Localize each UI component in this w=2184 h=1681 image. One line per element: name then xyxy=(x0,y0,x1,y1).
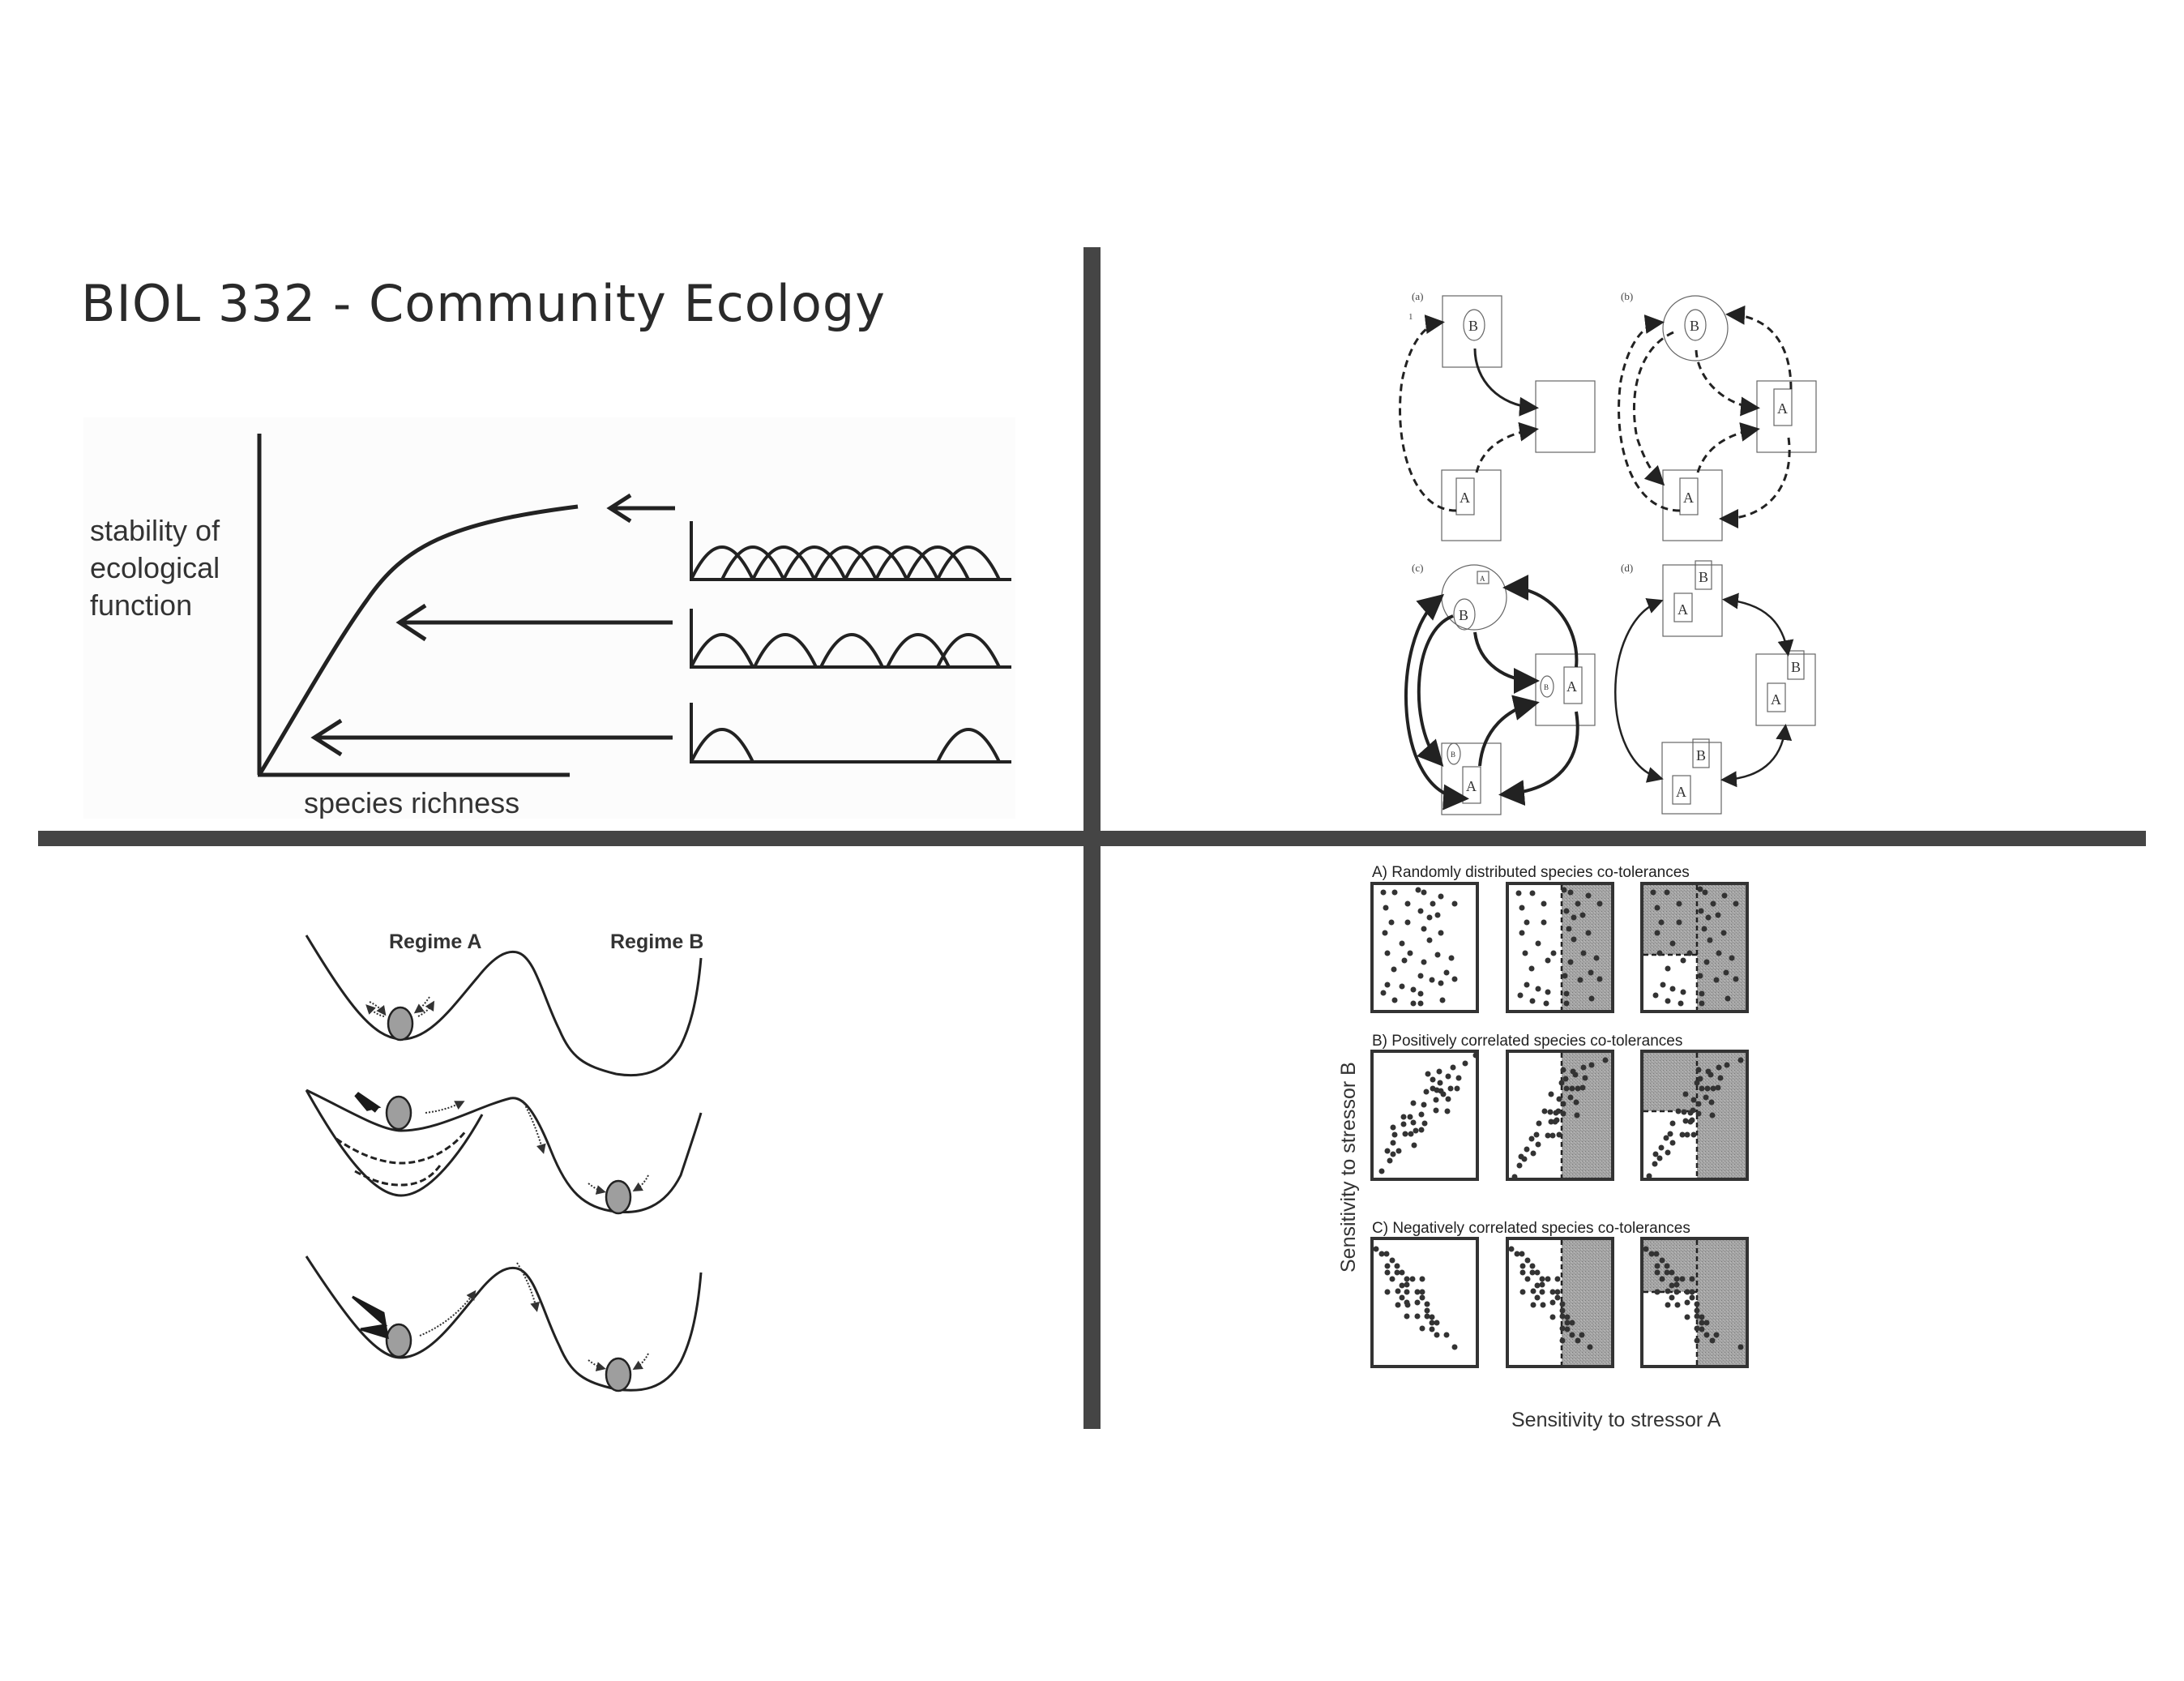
node-a: A xyxy=(1777,400,1788,417)
y-axis-label-line-3: function xyxy=(90,588,192,622)
landscape-2 xyxy=(305,1089,703,1215)
node-b: B xyxy=(1699,569,1708,585)
row-a-title: A) Randomly distributed species co-toler… xyxy=(1372,864,1690,881)
row-a-panels xyxy=(1370,882,1749,1013)
metacommunity-svg: (a) 1 B A (b) B A xyxy=(1399,290,1817,815)
arc-row-5-species xyxy=(690,609,1011,669)
node-b: B xyxy=(1791,659,1801,675)
saturating-curve xyxy=(257,504,579,776)
x-axis-label: species richness xyxy=(304,786,519,819)
row-b-title: B) Positively correlated species co-tole… xyxy=(1372,1033,1682,1050)
regime-b-label: Regime B xyxy=(610,930,703,953)
node-a: A xyxy=(1466,778,1477,794)
horizontal-divider xyxy=(38,831,2146,846)
regime-a-label: Regime A xyxy=(389,930,481,953)
stability-richness-chart: stability of ecological function species… xyxy=(90,434,1011,819)
arc-row-2-species xyxy=(690,703,1011,764)
node-a: A xyxy=(1678,601,1688,618)
arrow-middle xyxy=(395,603,673,642)
subpanel-c-label: (c) xyxy=(1412,562,1423,574)
subpanel-b-label: (b) xyxy=(1621,290,1633,302)
arc-row-9-species xyxy=(690,521,1011,581)
subpanel-d-label: (d) xyxy=(1621,562,1633,574)
push-arrow-large xyxy=(352,1295,389,1340)
node-b: B xyxy=(1696,747,1706,764)
row-c-title: C) Negatively correlated species co-tole… xyxy=(1372,1220,1690,1237)
node-a: A xyxy=(1480,575,1485,583)
node-a: A xyxy=(1566,678,1577,695)
subpanel-a: (a) 1 B A xyxy=(1399,290,1596,541)
y-axis-label-line-2: ecological xyxy=(90,551,220,584)
arrow-bottom xyxy=(310,718,673,757)
subpanel-b: (b) B A A xyxy=(1618,290,1817,541)
node-a: A xyxy=(1676,784,1686,800)
node-b: B xyxy=(1690,318,1699,334)
node-b: B xyxy=(1468,318,1478,334)
node-a: A xyxy=(1460,490,1470,506)
subpanel-a-label: (a) xyxy=(1412,290,1423,302)
node-b: B xyxy=(1451,751,1455,759)
node-a: A xyxy=(1683,490,1694,506)
row-c-panels xyxy=(1370,1237,1749,1368)
slide-title: BIOL 332 - Community Ecology xyxy=(81,274,886,333)
landscape-1 xyxy=(305,935,703,1077)
regime-shift-figure: Regime A Regime B xyxy=(300,916,891,1402)
subpanel-a-marker: 1 xyxy=(1408,312,1413,322)
cotolerance-svg: Sensitivity to stressor B Sensitivity to… xyxy=(1337,864,1749,1431)
y-axis-label: Sensitivity to stressor B xyxy=(1337,1062,1360,1273)
metacommunity-diagrams: (a) 1 B A (b) B A xyxy=(1394,276,1848,827)
cotolerance-figure: Sensitivity to stressor B Sensitivity to… xyxy=(1329,859,1896,1443)
node-b: B xyxy=(1459,607,1468,623)
x-axis-label: Sensitivity to stressor A xyxy=(1511,1409,1721,1431)
y-axis-label-line-1: stability of xyxy=(90,514,220,547)
axes xyxy=(257,434,570,777)
row-b-panels xyxy=(1370,1050,1749,1181)
subpanel-c: (c) A B B A B A xyxy=(1404,562,1596,815)
stability-richness-figure: stability of ecological function species… xyxy=(83,417,1015,819)
push-arrow-small xyxy=(354,1092,382,1113)
subpanel-d: (d) B A B A B A xyxy=(1614,560,1816,815)
landscape-3 xyxy=(305,1255,703,1392)
node-b: B xyxy=(1544,683,1549,691)
arrow-top xyxy=(606,493,675,524)
node-a: A xyxy=(1771,691,1781,708)
regime-shift-svg: Regime A Regime B xyxy=(305,930,703,1392)
